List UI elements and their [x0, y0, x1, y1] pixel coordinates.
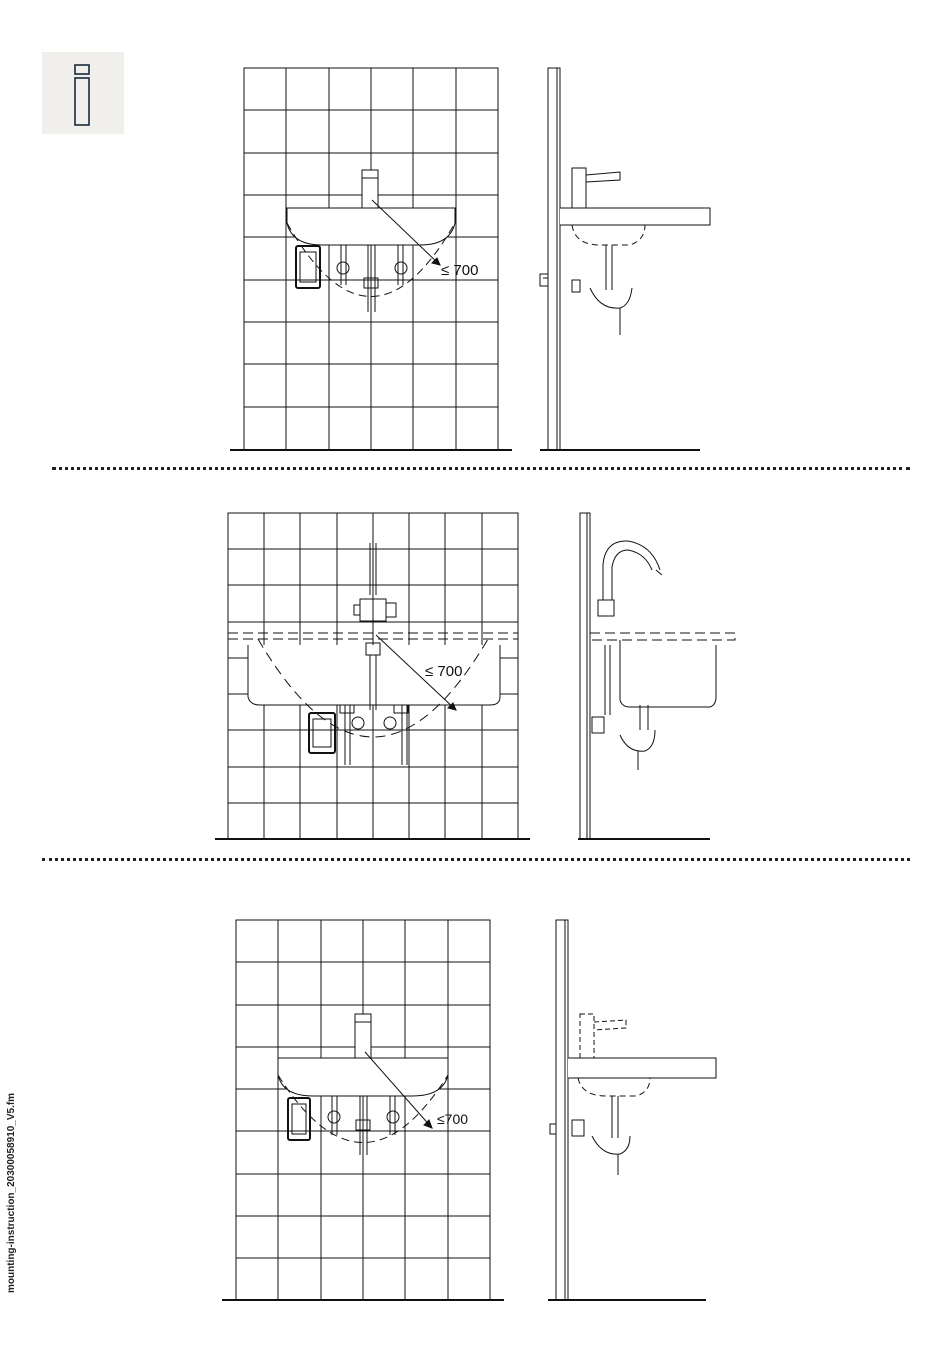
side-view-1	[540, 68, 710, 450]
dimension-label-1: ≤ 700	[441, 262, 478, 279]
tile-wall-front	[244, 68, 498, 450]
dimension-label-3: ≤700	[437, 1111, 468, 1127]
panel-2-drawing: ≤ 700	[0, 505, 950, 850]
diagram-panel-1: ≤ 700	[0, 60, 950, 460]
basin-front-3	[278, 1014, 448, 1096]
dimension-label-2: ≤ 700	[425, 663, 462, 680]
side-view-2	[578, 513, 735, 839]
pipes-2	[340, 705, 408, 765]
document-filename-label: mounting-instruction_20300058910_V5.fm	[6, 1053, 17, 1293]
basin-front-1	[287, 170, 455, 245]
tile-wall-front-3	[236, 920, 490, 1300]
panel-1-drawing: ≤ 700	[0, 60, 950, 460]
diagram-panel-3: ≤700	[0, 910, 950, 1310]
dotted-separator-1	[52, 467, 910, 470]
pipes-1	[337, 245, 407, 312]
diagram-panel-2: ≤ 700	[0, 505, 950, 850]
panel-3-drawing: ≤700	[0, 910, 950, 1310]
dotted-separator-2	[42, 858, 910, 861]
side-view-3	[548, 920, 716, 1300]
